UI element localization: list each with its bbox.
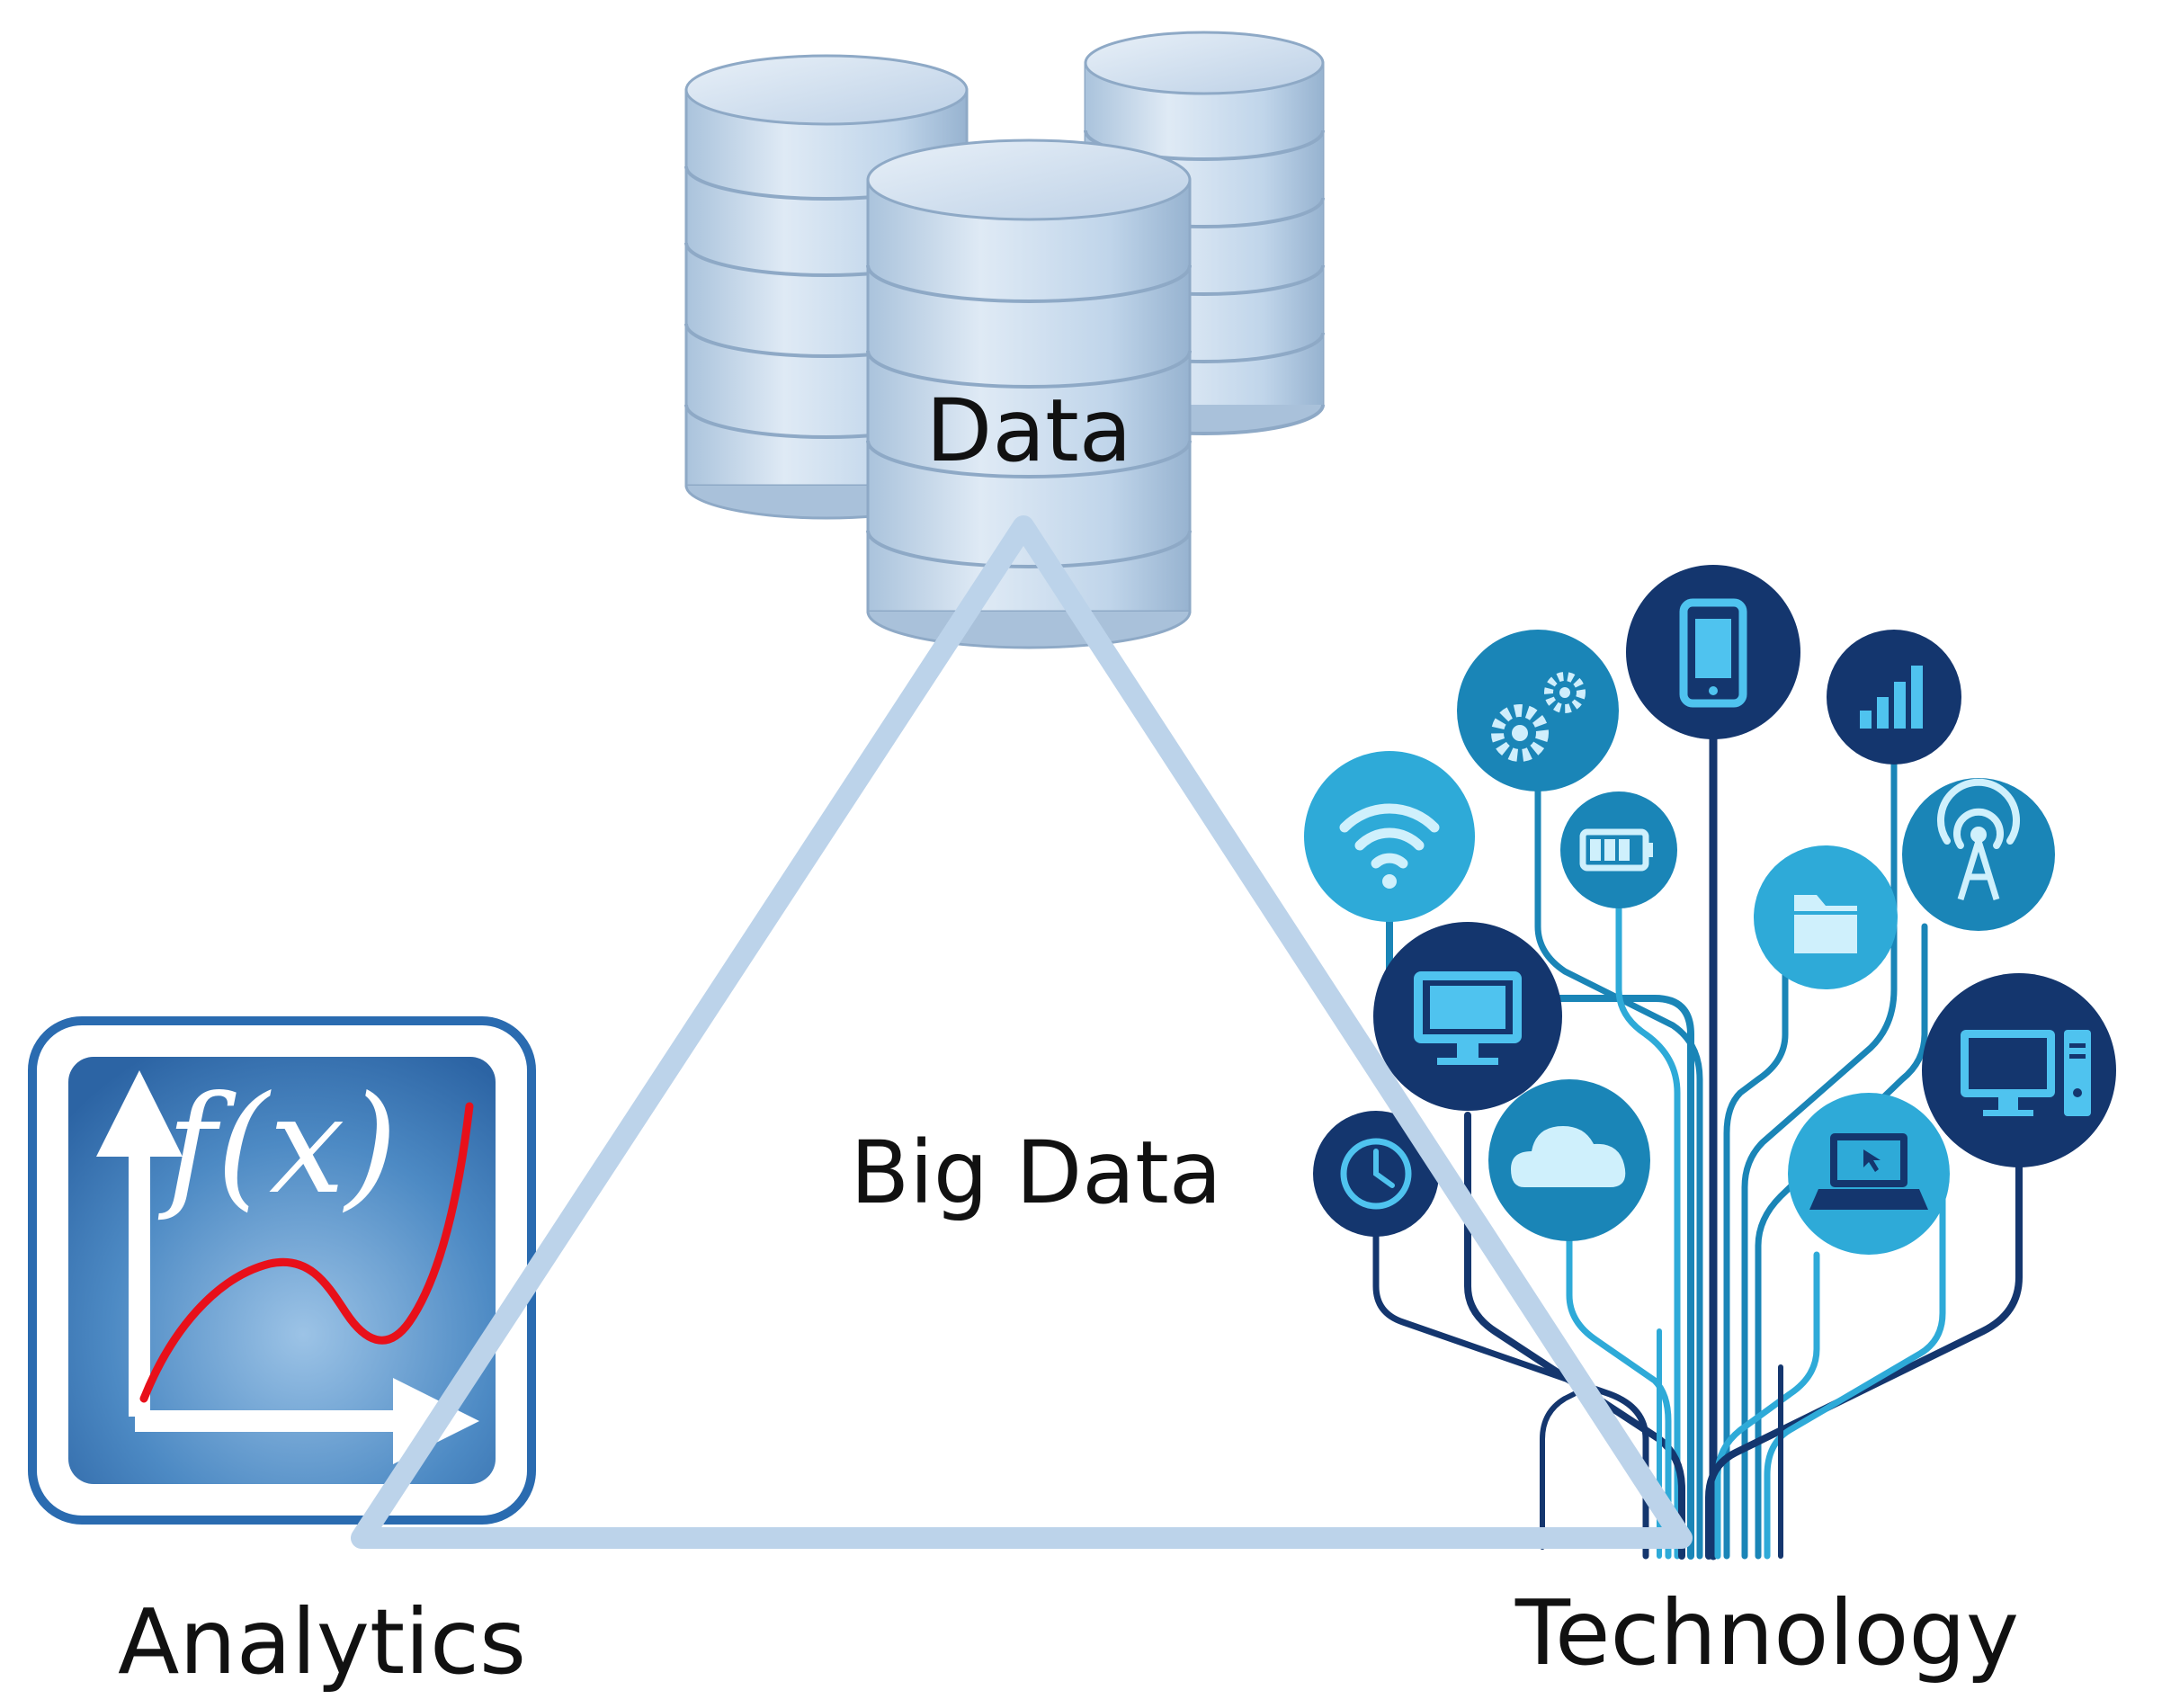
desktop-computer-icon: [1922, 973, 2116, 1167]
signal-bars-icon: [1827, 630, 1961, 765]
laptop-icon: [1788, 1093, 1950, 1255]
gears-icon: [1457, 630, 1619, 791]
wifi-icon: [1304, 751, 1475, 922]
function-label: f(x): [157, 1068, 398, 1224]
clock-icon: [1313, 1111, 1439, 1237]
function-curve: [139, 1102, 474, 1403]
label-data: Data: [925, 380, 1131, 481]
folder-icon: [1754, 845, 1898, 989]
antenna-icon: [1902, 778, 2055, 931]
label-big-data: Big Data: [850, 1122, 1221, 1223]
analytics-function-icon: f(x): [28, 1016, 536, 1525]
battery-icon: [1560, 791, 1677, 908]
monitor-icon: [1373, 922, 1562, 1111]
big-data-triangle: [351, 515, 1693, 1549]
label-analytics: Analytics: [118, 1589, 526, 1695]
technology-tree-icon: [1304, 565, 2116, 1560]
cloud-icon: [1488, 1079, 1650, 1241]
tablet-icon: [1626, 565, 1800, 739]
label-technology: Technology: [1514, 1580, 2019, 1686]
